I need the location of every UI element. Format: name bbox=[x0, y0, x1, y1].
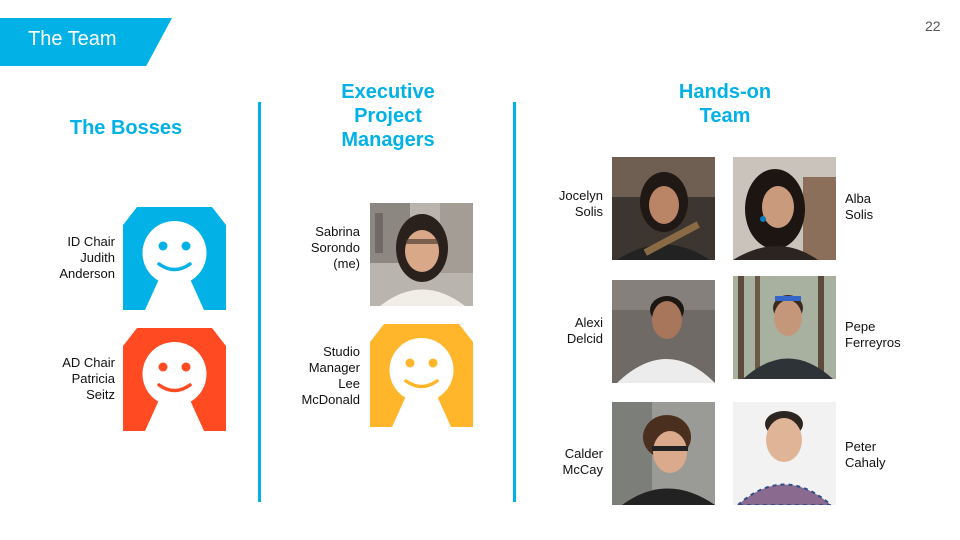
label-line: Solis bbox=[574, 204, 603, 219]
label-line: Solis bbox=[845, 207, 874, 222]
heading-line: Team bbox=[699, 105, 751, 127]
heading-bosses: The Bosses bbox=[69, 117, 183, 139]
label-alexi-delcid: Alexi Delcid bbox=[567, 315, 603, 347]
label-patricia-seitz: AD Chair Patricia Seitz bbox=[62, 355, 115, 403]
label-pepe-ferreyros: Pepe Ferreyros bbox=[845, 319, 901, 351]
label-line: Alba bbox=[845, 191, 872, 206]
photo-jocelyn-solis bbox=[612, 157, 715, 260]
label-line: Patricia bbox=[71, 371, 115, 386]
heading-executive-project-managers: Executive Project Managers bbox=[300, 80, 476, 152]
avatar-placeholder-icon bbox=[123, 328, 226, 431]
label-line: McCay bbox=[562, 462, 603, 477]
label-line: Peter bbox=[845, 439, 877, 454]
label-jocelyn-solis: Jocelyn Solis bbox=[559, 188, 603, 220]
photo-peter-cahaly bbox=[733, 402, 836, 505]
heading-line: Managers bbox=[341, 129, 435, 151]
label-line: Lee bbox=[338, 376, 360, 391]
heading-line: Hands-on bbox=[678, 81, 772, 103]
label-line: (me) bbox=[333, 256, 360, 271]
label-line: Ferreyros bbox=[845, 335, 901, 350]
label-line: Pepe bbox=[845, 319, 876, 334]
label-line: Judith bbox=[80, 250, 115, 265]
label-line: Anderson bbox=[59, 266, 115, 281]
photo-calder-mccay bbox=[612, 402, 715, 505]
label-line: Delcid bbox=[566, 331, 603, 346]
photo-alexi-delcid bbox=[612, 280, 715, 383]
label-alba-solis: Alba Solis bbox=[845, 191, 873, 223]
avatar-placeholder-icon bbox=[123, 207, 226, 310]
label-line: Cahaly bbox=[845, 455, 886, 470]
heading-line: Executive bbox=[341, 81, 435, 103]
label-line: Jocelyn bbox=[558, 188, 603, 203]
page-number: 22 bbox=[925, 18, 941, 34]
avatar-placeholder-icon bbox=[370, 324, 473, 427]
label-line: Sabrina bbox=[315, 224, 360, 239]
column-divider bbox=[258, 102, 261, 502]
label-peter-cahaly: Peter Cahaly bbox=[845, 439, 885, 471]
title-banner bbox=[0, 18, 172, 66]
label-line: Seitz bbox=[86, 387, 115, 402]
heading-hands-on-team: Hands-on Team bbox=[630, 80, 820, 128]
label-line: Alexi bbox=[574, 315, 603, 330]
label-line: McDonald bbox=[301, 392, 360, 407]
photo-sabrina-sorondo bbox=[370, 203, 473, 306]
label-sabrina-sorondo: Sabrina Sorondo (me) bbox=[311, 224, 360, 272]
label-calder-mccay: Calder McCay bbox=[563, 446, 603, 478]
label-line: Sorondo bbox=[310, 240, 360, 255]
label-line: Studio bbox=[323, 344, 360, 359]
heading-line: Project bbox=[354, 105, 422, 127]
label-judith-anderson: ID Chair Judith Anderson bbox=[59, 234, 115, 282]
label-line: ID Chair bbox=[67, 234, 115, 249]
label-line: Calder bbox=[564, 446, 603, 461]
slide-title: The Team bbox=[28, 28, 117, 50]
label-line: AD Chair bbox=[62, 355, 115, 370]
photo-pepe-ferreyros bbox=[733, 276, 836, 379]
label-lee-mcdonald: Studio Manager Lee McDonald bbox=[301, 344, 360, 408]
label-line: Manager bbox=[308, 360, 360, 375]
photo-alba-solis bbox=[733, 157, 836, 260]
column-divider bbox=[513, 102, 516, 502]
